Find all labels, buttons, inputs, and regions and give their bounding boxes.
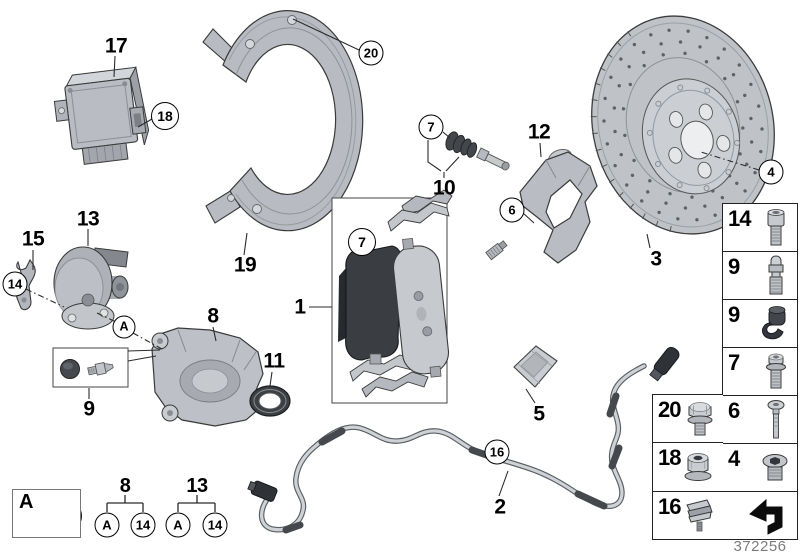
actuator-drawing xyxy=(53,246,129,330)
label-legend-caliper[interactable]: 8 xyxy=(119,475,131,497)
direction-arrow-icon xyxy=(749,498,783,535)
cell-num: 7 xyxy=(728,350,740,375)
table-cell-screw-plug[interactable]: 4 xyxy=(723,444,797,492)
hex-flange-screw-icon xyxy=(687,401,713,436)
cell-num: 20 xyxy=(658,397,682,422)
torx-pan-screw-icon xyxy=(767,399,785,438)
callout-cable-clip[interactable]: 16 xyxy=(484,439,510,465)
label-carrier[interactable]: 12 xyxy=(527,120,551,144)
callout-legend-caliper-a[interactable]: A xyxy=(94,512,120,538)
wear-sensor-drawing xyxy=(247,347,680,534)
pad-set-drawing xyxy=(331,189,453,404)
cell-num: 9 xyxy=(728,254,740,279)
sensor-tip xyxy=(649,347,680,382)
callout-wheel-screw[interactable]: 4 xyxy=(758,159,784,185)
label-actuator[interactable]: 13 xyxy=(76,207,100,231)
seal-ring-drawing xyxy=(249,385,291,417)
control-module-drawing xyxy=(53,65,150,165)
callout-legend-actuator-a[interactable]: A xyxy=(165,512,191,538)
label-brake-disc[interactable]: 3 xyxy=(650,247,662,271)
cell-num: 4 xyxy=(728,446,740,471)
oring-legend-box: A xyxy=(12,489,81,538)
table-cell-bleeder-valve[interactable]: 9 xyxy=(723,252,797,300)
callout-legend-actuator-screw[interactable]: 14 xyxy=(202,512,228,538)
table-cell-cable-clip[interactable]: 16 xyxy=(653,492,723,539)
torx-flange-screw-icon xyxy=(766,352,786,388)
bleeder-set-drawing xyxy=(52,347,129,388)
label-grease-pack[interactable]: 5 xyxy=(533,402,545,426)
callout-ref-a[interactable]: A xyxy=(112,315,136,339)
guide-boot-screw-drawing xyxy=(445,131,510,171)
table-cell-bleeder-cap[interactable]: 9 xyxy=(723,300,797,348)
cell-num: 16 xyxy=(658,493,682,519)
dash-leader-lines xyxy=(25,151,760,350)
label-shaft-seal[interactable]: 11 xyxy=(263,349,285,373)
grease-pack-drawing xyxy=(513,345,558,388)
label-holder[interactable]: 15 xyxy=(21,227,45,251)
bleeder-valve-icon xyxy=(768,254,784,294)
label-module[interactable]: 17 xyxy=(104,34,128,58)
label-legend-actuator[interactable]: 13 xyxy=(186,475,208,497)
label-wear-sensor[interactable]: 2 xyxy=(494,495,506,519)
callout-guide-screw[interactable]: 7 xyxy=(418,114,444,140)
leader-lines xyxy=(32,18,651,497)
table-cell-collar-nut[interactable]: 18 xyxy=(653,443,723,492)
dust-shield-drawing xyxy=(202,10,364,232)
table-cell-hex-flange-screw[interactable]: 20 xyxy=(653,395,723,444)
brake-disc-drawing xyxy=(590,15,775,235)
table-cell-torx-flange-screw[interactable]: 7 xyxy=(723,348,797,396)
screw-plug-icon xyxy=(762,453,788,480)
table-cell-direction-arrow[interactable] xyxy=(723,492,797,539)
carrier-drawing xyxy=(485,148,598,264)
collar-nut-icon xyxy=(684,453,712,481)
fastener-table-right-column: 14 9 9 7 xyxy=(722,203,798,540)
table-cell-socket-head-screw[interactable]: 14 xyxy=(723,204,797,252)
table-cell-torx-pan-screw[interactable]: 6 xyxy=(723,396,797,444)
label-pad-box[interactable]: 1 xyxy=(294,295,306,319)
label-dust-shield[interactable]: 19 xyxy=(233,253,257,277)
caliper-drawing xyxy=(151,327,264,427)
sensor-plug xyxy=(247,480,278,502)
callout-shield-screw[interactable]: 20 xyxy=(358,40,384,66)
callout-legend-caliper-screw[interactable]: 14 xyxy=(130,512,156,538)
label-bleeder-set[interactable]: 9 xyxy=(83,397,95,421)
socket-head-screw-icon xyxy=(767,208,785,245)
cell-num: 9 xyxy=(728,302,740,327)
fastener-table-left-column: 20 18 16 xyxy=(652,394,723,540)
cell-num: 18 xyxy=(658,445,682,471)
label-caliper[interactable]: 8 xyxy=(207,304,219,328)
callout-holder-screw[interactable]: 14 xyxy=(2,271,28,297)
label-guide-kit[interactable]: 10 xyxy=(432,176,456,200)
cell-num: 6 xyxy=(728,398,740,423)
cell-num: 14 xyxy=(728,206,752,231)
drawing-number: 372256 xyxy=(733,538,787,555)
callout-module-connector[interactable]: 18 xyxy=(151,102,179,130)
callout-pad-screw[interactable]: 7 xyxy=(348,228,376,256)
cable-clip-icon xyxy=(686,499,713,532)
legend-brackets xyxy=(106,495,216,512)
callout-carrier-screw[interactable]: 6 xyxy=(499,197,525,223)
label-oring-key: A xyxy=(19,491,33,513)
bleeder-cap-icon xyxy=(762,305,786,339)
